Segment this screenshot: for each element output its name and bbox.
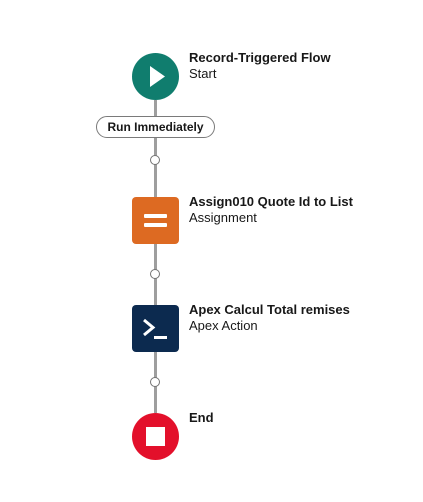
add-element-node[interactable] (150, 377, 160, 387)
run-immediately-pill[interactable]: Run Immediately (96, 116, 215, 138)
stop-icon (146, 427, 165, 446)
assignment-node-title: Assign010 Quote Id to List (189, 194, 353, 209)
end-node-title: End (189, 410, 214, 425)
end-node-icon[interactable] (132, 413, 179, 460)
assignment-node-icon[interactable] (132, 197, 179, 244)
add-element-node[interactable] (150, 269, 160, 279)
connector-start-to-trigger (154, 100, 157, 116)
equals-icon (144, 214, 167, 227)
add-element-node[interactable] (150, 155, 160, 165)
start-node-title: Record-Triggered Flow (189, 50, 331, 65)
apex-action-node-text[interactable]: Apex Calcul Total remises Apex Action (189, 302, 350, 334)
start-node-icon[interactable] (132, 53, 179, 100)
assignment-node-text[interactable]: Assign010 Quote Id to List Assignment (189, 194, 353, 226)
start-node-subtitle: Start (189, 66, 217, 81)
apex-action-node-icon[interactable] (132, 305, 179, 352)
terminal-prompt-icon (143, 318, 167, 339)
connector-trigger-to-assignment (154, 138, 157, 197)
apex-action-node-title: Apex Calcul Total remises (189, 302, 350, 317)
end-node-text[interactable]: End (189, 410, 214, 426)
start-node-text[interactable]: Record-Triggered Flow Start (189, 50, 331, 82)
play-icon (150, 66, 165, 87)
apex-action-node-subtitle: Apex Action (189, 318, 258, 333)
assignment-node-subtitle: Assignment (189, 210, 257, 225)
